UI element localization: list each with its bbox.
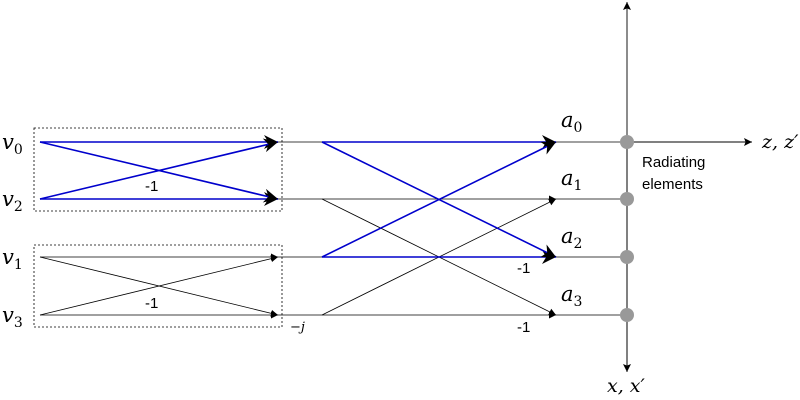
input-label-v3: v3 [2,303,23,331]
output-label-a0: a0 [561,108,582,136]
axis-label-z: z, z′ [761,131,799,153]
input-label-v2: v2 [2,187,23,215]
radiating-element-2 [620,250,634,264]
stage1-bottom-cross-up [39,255,279,316]
radiating-elements-label-line1: Radiating [642,154,705,171]
output-label-a2: a2 [561,224,582,252]
butterfly-box-bottom [33,244,283,328]
input-label-v1: v1 [2,245,23,273]
radiating-elements-label-line2: elements [642,176,703,193]
butterfly-box-top [33,127,283,212]
radiating-element-0 [620,135,634,149]
stage2-row2-to-a0 [321,141,557,258]
radiating-element-1 [620,192,634,206]
output-label-a3: a3 [561,282,582,310]
radiating-element-3 [620,308,634,322]
minus-one-top-butterfly: -1 [145,178,158,195]
minus-one-a3: -1 [517,319,530,336]
minus-one-a2: -1 [517,260,530,277]
stage1-top-cross-up [39,138,279,200]
twiddle-label: −j [290,320,305,335]
minus-one-bottom-butterfly: -1 [145,295,158,312]
axis-label-x: x, x′ [607,375,646,397]
output-label-a1: a1 [561,166,582,194]
input-label-v0: v0 [2,130,23,158]
